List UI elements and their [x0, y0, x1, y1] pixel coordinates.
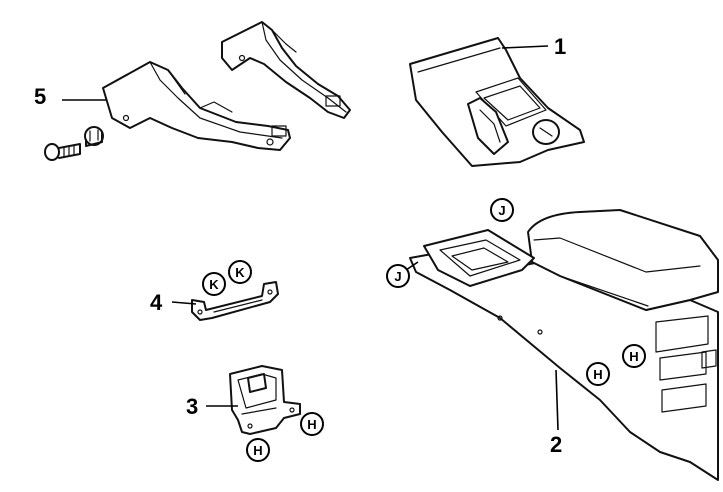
marker-k-right: K — [228, 260, 252, 284]
svg-text:H: H — [253, 443, 262, 458]
marker-h-right-b: H — [586, 362, 610, 386]
callout-2: 2 — [550, 432, 562, 457]
svg-text:H: H — [593, 367, 602, 382]
leader-2 — [555, 369, 559, 431]
svg-text:K: K — [235, 265, 245, 280]
marker-j-top: J — [490, 198, 514, 222]
part-callouts: 1 2 3 4 5 — [34, 34, 566, 457]
svg-text:J: J — [394, 269, 401, 284]
callout-4: 4 — [150, 290, 163, 315]
marker-h-bracket-right: H — [300, 412, 324, 436]
svg-text:H: H — [629, 349, 638, 364]
side-trim-left — [102, 61, 291, 151]
svg-text:K: K — [209, 277, 219, 292]
marker-k-left: K — [202, 272, 226, 296]
callout-5: 5 — [34, 84, 46, 109]
marker-j-left: J — [386, 264, 410, 288]
svg-text:H: H — [307, 417, 316, 432]
leader-1 — [501, 45, 549, 49]
svg-text:J: J — [498, 203, 505, 218]
leader-lines — [62, 45, 559, 431]
marker-h-bracket-bottom: H — [246, 438, 270, 462]
leader-4 — [171, 301, 197, 305]
leader-j-left — [405, 261, 419, 271]
bracket-mount — [229, 365, 301, 435]
callout-1: 1 — [554, 34, 566, 59]
callout-3: 3 — [186, 394, 198, 419]
bracket-small — [191, 281, 279, 321]
side-trim-right — [221, 21, 351, 119]
screw-and-clip — [44, 126, 104, 161]
console-box — [409, 209, 719, 481]
shift-bezel — [409, 37, 585, 167]
marker-h-right-a: H — [622, 344, 646, 368]
